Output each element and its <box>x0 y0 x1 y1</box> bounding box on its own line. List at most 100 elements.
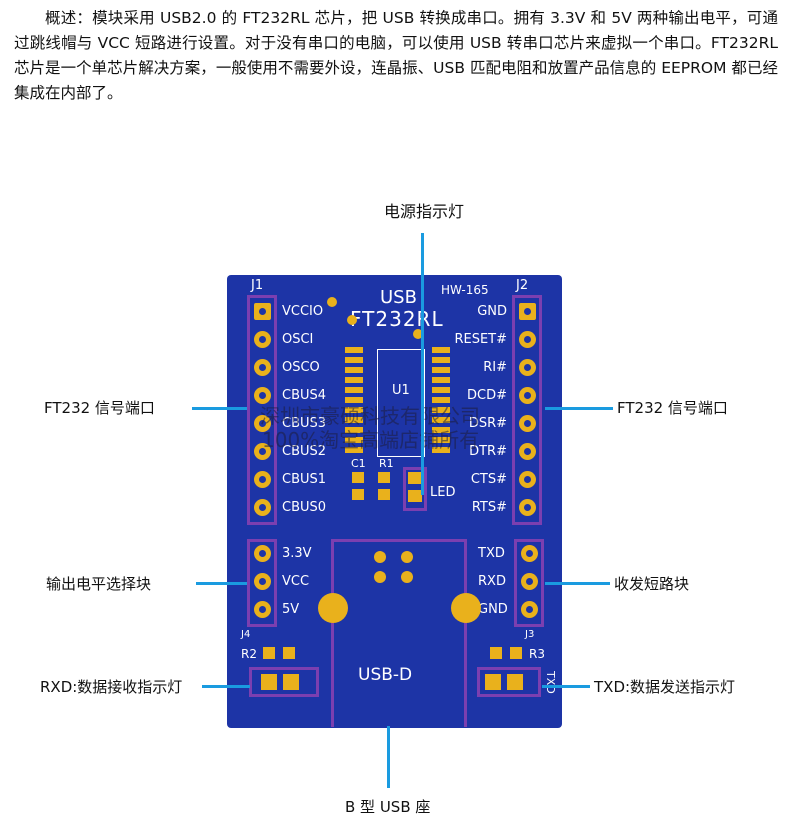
level-pin-label: 5V <box>282 602 300 617</box>
chip-pin <box>345 437 363 443</box>
short-pin-2 <box>521 573 538 590</box>
model-label: HW-165 <box>441 283 489 297</box>
usb-mount-hole <box>451 593 481 623</box>
chip-pin <box>345 357 363 363</box>
j1-pin-6 <box>254 443 271 460</box>
callout-right-port: FT232 信号端口 <box>617 399 728 417</box>
level-pin-label: VCC <box>282 574 310 589</box>
short-pin-1 <box>521 545 538 562</box>
chip-pin <box>432 377 450 383</box>
r2-label: R2 <box>241 647 257 661</box>
chip-pin <box>432 447 450 453</box>
usb-pin <box>374 551 386 563</box>
rxd-led-frame <box>249 667 319 697</box>
r1-pad <box>378 472 390 483</box>
j2-pin-8 <box>519 499 536 516</box>
txd-side-label: TXD <box>544 671 557 694</box>
j2-pin-2 <box>519 331 536 348</box>
board-title-chip: FT232RL <box>350 307 444 331</box>
chip-pin <box>432 427 450 433</box>
chip-pin <box>345 367 363 373</box>
callout-right-port-line <box>545 407 613 410</box>
via <box>347 315 357 325</box>
j1-frame <box>247 295 277 525</box>
j2-pin-1 <box>519 303 536 320</box>
level-pin-3 <box>254 601 271 618</box>
rxd-led-pad <box>283 674 299 690</box>
board-title-usb: USB <box>380 287 417 308</box>
j1-pin-3 <box>254 359 271 376</box>
chip-pin <box>345 407 363 413</box>
j1-pin-5 <box>254 415 271 432</box>
via <box>327 297 337 307</box>
usb-socket-frame <box>331 539 467 727</box>
chip-pin <box>345 387 363 393</box>
j3-label: J3 <box>525 629 535 640</box>
chip-pin <box>432 367 450 373</box>
callout-usb-socket-line <box>387 726 390 788</box>
usb-mount-hole <box>318 593 348 623</box>
j2-pin-4 <box>519 387 536 404</box>
chip-pin <box>432 387 450 393</box>
callout-txd-led-line <box>542 685 590 688</box>
j1-pin-label: VCCIO <box>282 304 324 319</box>
callout-short-block-line <box>545 582 610 585</box>
chip-pin <box>432 397 450 403</box>
j1-pin-label: OSCO <box>282 360 320 375</box>
chip-pin <box>345 447 363 453</box>
r3-pad <box>490 647 502 659</box>
j1-pin-label: OSCI <box>282 332 314 347</box>
txd-led-pad <box>507 674 523 690</box>
j1-pin-label: CBUS1 <box>282 472 327 487</box>
c1-pad <box>352 472 364 483</box>
callout-rxd-led-line <box>202 685 250 688</box>
power-led-pad <box>408 472 422 484</box>
callout-usb-socket: B 型 USB 座 <box>345 798 431 816</box>
j1-pin-label: CBUS2 <box>282 444 327 459</box>
level-pin-label: 3.3V <box>282 546 312 561</box>
level-select-frame <box>247 539 277 627</box>
callout-rxd-led: RXD:数据接收指示灯 <box>40 678 183 696</box>
r2-pad <box>283 647 295 659</box>
watermark-line-1: 深圳市豪硕科技有限公司 <box>260 404 480 428</box>
power-led-pad <box>408 490 422 502</box>
c1-pad <box>352 489 364 500</box>
chip-pin <box>345 427 363 433</box>
level-pin-2 <box>254 573 271 590</box>
intro-paragraph: 概述：模块采用 USB2.0 的 FT232RL 芯片，把 USB 转换成串口。… <box>14 9 778 102</box>
j1-pin-7 <box>254 471 271 488</box>
j1-label: J1 <box>251 278 264 293</box>
r2-pad <box>263 647 275 659</box>
chip-pin <box>432 417 450 423</box>
power-led-frame <box>403 467 427 511</box>
pcb-board: J1 VCCIO OSCI OSCO CBUS4 CBUS3 CBUS2 CBU… <box>216 275 562 728</box>
r1-pad <box>378 489 390 500</box>
j2-pin-label: DSR# <box>468 416 507 431</box>
chip-u1-outline <box>377 349 425 457</box>
j1-pin-label: CBUS4 <box>282 388 327 403</box>
j1-pin-label: CBUS0 <box>282 500 327 515</box>
j1-pin-2 <box>254 331 271 348</box>
j2-pin-7 <box>519 471 536 488</box>
short-block-frame <box>514 539 544 627</box>
callout-level-select: 输出电平选择块 <box>46 575 152 593</box>
level-pin-1 <box>254 545 271 562</box>
callout-txd-led: TXD:数据发送指示灯 <box>594 678 736 696</box>
j1-pin-1 <box>254 303 271 320</box>
short-pin-label: TXD <box>478 546 505 561</box>
via <box>413 329 423 339</box>
j2-label: J2 <box>516 278 529 293</box>
r3-pad <box>510 647 522 659</box>
callout-level-select-line <box>196 582 247 585</box>
callout-left-port-line <box>192 407 247 410</box>
led-label: LED <box>430 485 456 500</box>
callout-power-led-line <box>421 233 424 495</box>
callout-short-block: 收发短路块 <box>614 575 690 593</box>
chip-pin <box>432 347 450 353</box>
chip-u1-label: U1 <box>392 383 410 398</box>
chip-pin <box>345 377 363 383</box>
j2-pin-label: RTS# <box>471 500 507 515</box>
chip-pin <box>345 417 363 423</box>
callout-left-port: FT232 信号端口 <box>44 399 155 417</box>
chip-pin <box>432 437 450 443</box>
